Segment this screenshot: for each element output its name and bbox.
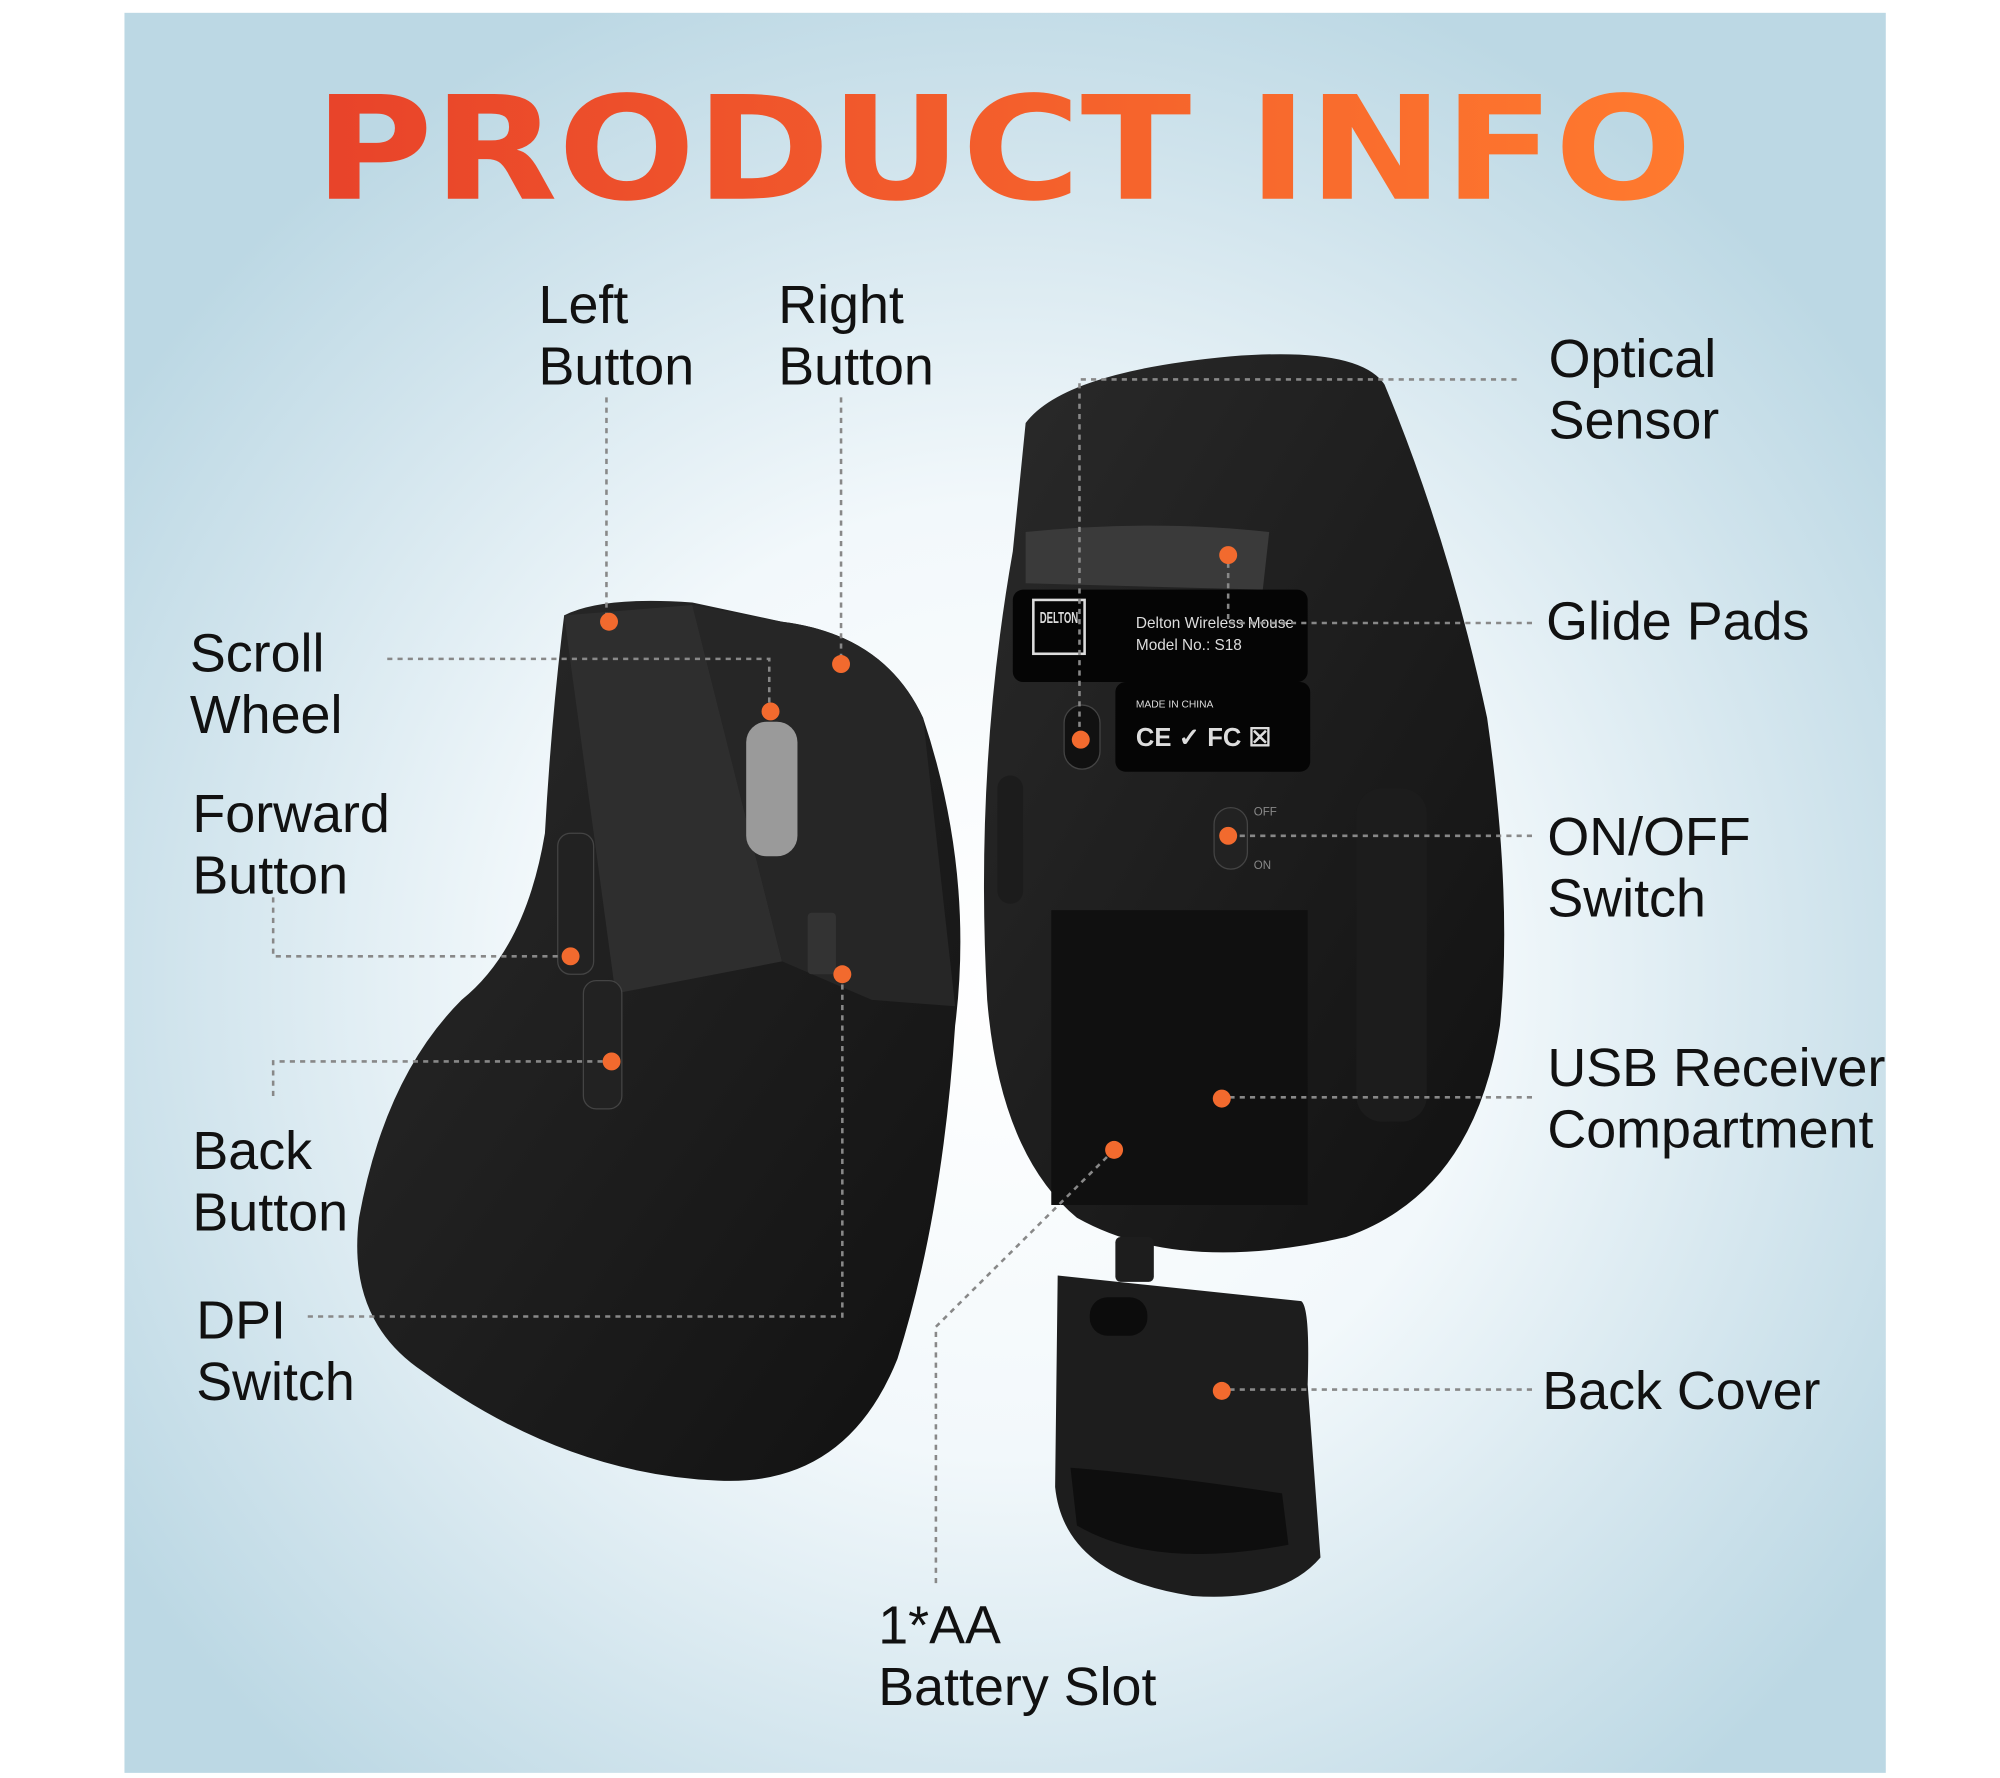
back-cover-tab xyxy=(1115,1237,1154,1282)
certification-marks: CE ✓ FC ☒ xyxy=(1136,724,1272,752)
glide-pad xyxy=(1025,525,1270,590)
dpi-switch xyxy=(807,912,836,975)
brand-logo: DELTON xyxy=(1040,610,1078,627)
switch-on-label: ON xyxy=(1254,860,1271,872)
sticker-origin: MADE IN CHINA xyxy=(1136,700,1214,711)
glide-pad-left xyxy=(997,775,1024,904)
battery-compartment xyxy=(1051,910,1308,1205)
scroll-wheel xyxy=(746,721,798,857)
back-button xyxy=(582,980,623,1110)
glide-pad-side xyxy=(1356,788,1427,1122)
back-cover-slot xyxy=(1089,1297,1148,1336)
label-glide-pads: Glide Pads xyxy=(1546,592,1809,652)
left-button xyxy=(564,605,783,994)
sticker-model: Model No.: S18 xyxy=(1136,637,1242,654)
sticker-bottom xyxy=(1115,681,1311,772)
sticker-product-name: Delton Wireless Mouse xyxy=(1136,615,1294,632)
back-cover-pad xyxy=(1070,1467,1289,1555)
leader-lines xyxy=(271,378,1532,1584)
label-back-cover: Back Cover xyxy=(1542,1361,1820,1421)
marker-dots xyxy=(561,546,1238,1400)
right-button xyxy=(692,605,956,1007)
page-title: PRODUCT INFO xyxy=(314,66,1692,233)
sticker-top xyxy=(1012,589,1308,682)
brand-logo-frame xyxy=(1032,598,1086,656)
switch-off-label: OFF xyxy=(1254,806,1277,818)
forward-button xyxy=(557,832,595,975)
